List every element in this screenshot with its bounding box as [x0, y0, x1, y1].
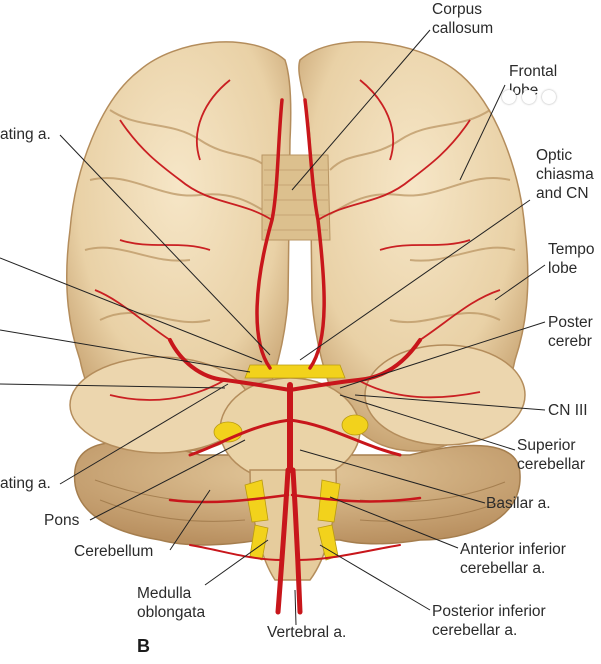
label-optic-chiasma: Optic chiasma and CN: [536, 147, 594, 202]
label-temporal-lobe: Tempo lobe: [548, 241, 595, 277]
label-corpus-callosum: Corpus callosum: [432, 1, 494, 37]
more-dot-icon: [522, 90, 536, 104]
label-pons: Pons: [44, 512, 80, 529]
label-communicating-upper: ating a.: [0, 126, 51, 143]
label-posterior-inferior-cerebellar: Posterior inferior cerebellar a.: [432, 603, 546, 639]
label-anterior-inferior-cerebellar: Anterior inferior cerebellar a.: [460, 541, 566, 577]
label-vertebral: Vertebral a.: [267, 624, 347, 641]
label-medulla-oblongata: Medulla oblongata: [137, 585, 206, 621]
more-dot-icon: [542, 90, 556, 104]
label-posterior-cerebral: Poster cerebr: [548, 314, 593, 350]
more-options-icon[interactable]: [502, 90, 556, 104]
more-dot-icon: [502, 90, 516, 104]
right-temporal-lobe: [364, 344, 526, 446]
label-superior-cerebellar: Superior cerebellar: [517, 437, 586, 473]
label-basilar: Basilar a.: [486, 495, 551, 512]
label-cerebellum: Cerebellum: [74, 543, 154, 560]
panel-letter: B: [137, 636, 150, 656]
label-cn-iii: CN III: [548, 402, 588, 419]
label-communicating-lower: ating a.: [0, 475, 51, 492]
